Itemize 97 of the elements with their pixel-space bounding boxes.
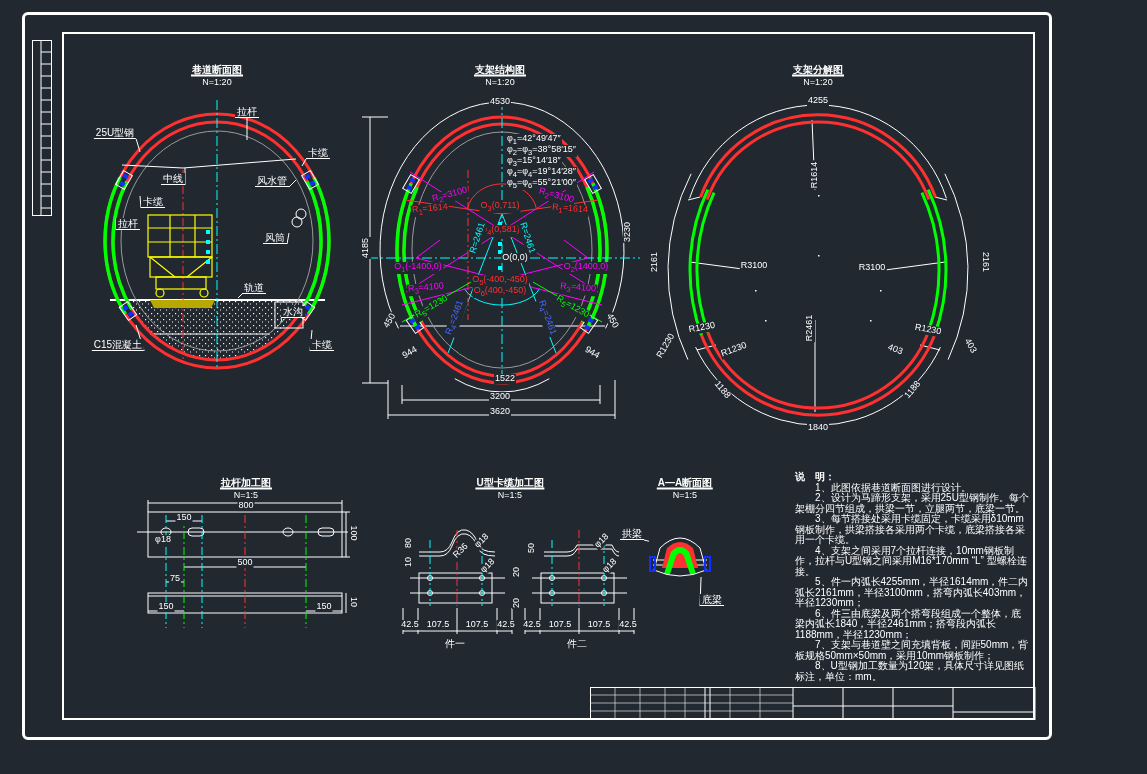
note-text: 6、件三由底梁及两个搭弯段组成一个整体，底梁内弧长1840，半径2461mm；搭弯段内弧长1188mm，半径1230mm； (795, 608, 1021, 640)
dimension-label: 1840 (807, 423, 829, 433)
view-label: 件二 (566, 637, 588, 649)
radius-label: R$_{1}$=1614 (410, 202, 450, 218)
callout-label: 卡缆 (310, 339, 334, 351)
scale-label: N=1:20 (484, 78, 516, 88)
scale-label: N=1:5 (232, 491, 260, 501)
dimension-label: 100 (348, 524, 358, 542)
callout-label: 风筒 (263, 232, 287, 244)
dimension-label: 20 (512, 566, 522, 578)
dimension-label: 4530 (489, 97, 511, 107)
note-text: 4、支架之间采用7个拉杆连接，10mm钢板制作，拉杆与U型钢之间采用M16*170mm “L” 型螺栓连接。 (795, 545, 1028, 577)
point-label: O$_{6}$(400,-450) (472, 286, 528, 298)
dimension-label: 107.5 (464, 620, 490, 630)
point-label: O$_{2}$(1400,0) (562, 262, 610, 274)
note-text: 5、件一内弧长4255mm，半径1614mm，件二内弧长2161mm，半径3100mm，搭弯内弧长403mm，半径1230mm； (795, 577, 1029, 608)
dimension-label: 3230 (623, 221, 633, 243)
dimension-label: φ18 (154, 535, 172, 545)
radius-label: R1230 (913, 322, 943, 338)
scale-label: N=1:5 (496, 491, 524, 501)
view-label: 件一 (444, 637, 466, 649)
radius-label: R1230 (687, 320, 717, 336)
dimension-label: 450 (381, 311, 399, 331)
callout-label: 拱梁 (620, 528, 644, 540)
leader-line (139, 195, 142, 209)
figure-title: 支架结构图 (474, 63, 526, 77)
scale-label: N=1:5 (671, 491, 699, 501)
dimension-label: 42.5 (522, 620, 542, 630)
leader-line (643, 539, 650, 542)
radius-label: R1614 (810, 160, 820, 190)
callout-label: 轨道 (242, 282, 266, 294)
radius-label: R2461 (805, 313, 815, 343)
point-label: O$_{1}$(-1400,0) (393, 262, 443, 274)
figure-title: 支架分解图 (792, 63, 844, 77)
dimension-label: 42.5 (496, 620, 516, 630)
radius-label: R1230 (718, 340, 750, 360)
callout-label: 25U型钢 (93, 127, 137, 139)
note-text: 2、设计为马蹄形支架，采用25U型钢制作。每个架棚分四节组成，拱梁一节，立腿两节，底梁一节。 (795, 493, 1029, 514)
dimension-label: 10 (404, 556, 414, 568)
dimension-label: 150 (157, 602, 175, 612)
callout-label: 拉杆 (235, 106, 259, 118)
scale-label: N=1:20 (802, 78, 834, 88)
callout-label: C15混凝土 (91, 339, 145, 351)
dimension-label: 10 (348, 596, 358, 608)
callout-label: 风水管 (255, 175, 289, 187)
radius-label: R$_{1}$=1614 (550, 202, 590, 218)
dimension-label: 1522 (494, 374, 516, 384)
note-text: 1、此图依据巷道断面图进行设计。 (814, 482, 972, 493)
dimension-label: 42.5 (400, 620, 420, 630)
callout-label: 卡缆 (306, 147, 330, 159)
figure-title: 巷道断面图 (191, 63, 243, 77)
leader-line (237, 293, 243, 299)
note-text: 8、U型钢加工数量为120架，具体尺寸详见图纸标注，单位：mm。 (795, 661, 1026, 682)
callout-label: 卡缆 (141, 196, 165, 208)
leader-line (246, 117, 248, 141)
dimension-label: 75 (169, 574, 181, 584)
callout-label: 底梁 (700, 594, 724, 606)
dimension-label: 3620 (489, 407, 511, 417)
dimension-label: 500 (236, 558, 254, 568)
figure-title: 拉杆加工图 (220, 476, 272, 490)
figure-title: U型卡缆加工图 (475, 476, 545, 490)
callout-label: 拉杆 (116, 218, 140, 230)
notes-heading: 说 明： (795, 472, 836, 483)
leader-line (280, 317, 283, 323)
scale-label: N=1:20 (201, 78, 233, 88)
callout-label: 中线 (161, 173, 185, 185)
leader-line (135, 138, 141, 153)
dimension-label: 150 (315, 602, 333, 612)
dimension-label: 2161 (980, 251, 990, 273)
dimension-label: 2161 (650, 251, 660, 273)
dimension-label: 150 (175, 513, 193, 523)
point-label: O$_{3}$(0,711) (479, 201, 521, 213)
callout-label: 水沟 (281, 306, 305, 318)
dimension-label: 4255 (807, 96, 829, 106)
dimension-label: 42.5 (618, 620, 638, 630)
dimension-label: 80 (404, 537, 414, 549)
point-label: O(0,0) (501, 253, 529, 263)
note-text: 3、每节搭接处采用卡缆固定，卡缆采用δ10mm钢板制作，拱梁搭接各采用两个卡缆，底梁搭接各采用一个卡缆。 (795, 514, 1026, 546)
leader-line (699, 576, 702, 607)
dimension-label: 20 (512, 597, 522, 609)
dimension-label: 50 (527, 542, 537, 554)
dimension-label: 107.5 (586, 620, 612, 630)
leader-line (184, 167, 186, 186)
radius-label: R3100 (857, 263, 887, 273)
leader-line (301, 158, 307, 167)
leader-line (309, 329, 313, 352)
leader-line (115, 217, 117, 231)
figure-title: A—A断面图 (656, 476, 714, 490)
dimension-label: 800 (237, 501, 255, 511)
radius-label: R3100 (739, 261, 769, 271)
dimension-label: 107.5 (425, 620, 451, 630)
leader-line (286, 232, 290, 245)
dimension-label: 3200 (489, 392, 511, 402)
dimension-label: 107.5 (547, 620, 573, 630)
dimension-label: 4185 (361, 237, 371, 259)
dimension-label: φ18 (472, 531, 492, 551)
note-text: 7、支架与巷道壁之间充填背板，间距50mm，背板规格50mm×50mm，采用10mm钢板制作； (795, 640, 1029, 661)
